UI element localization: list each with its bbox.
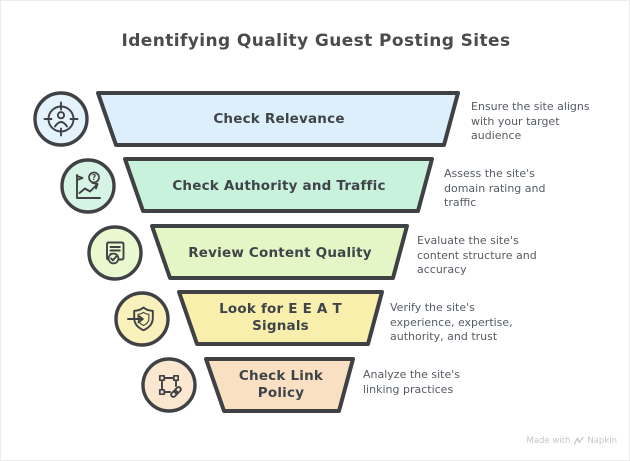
funnel-step-3-shape: [150, 224, 409, 280]
traffic-chart-icon: ?: [76, 171, 101, 199]
napkin-logo-icon: [574, 436, 584, 445]
step-1-description: Ensure the site aligns with your target …: [471, 100, 590, 142]
document-check-icon: [106, 241, 125, 265]
step-2-description: Assess the site's domain rating and traf…: [444, 167, 546, 209]
step-5-description: Analyze the site's linking practices: [363, 368, 461, 396]
step-1-label: Check Relevance: [213, 111, 345, 127]
shield-arrow-icon: [127, 306, 154, 332]
funnel-step-2-shape: [123, 157, 434, 213]
svg-text:?: ?: [92, 173, 96, 182]
watermark-brand: Napkin: [587, 436, 617, 446]
funnel-step-5-shape: [204, 357, 355, 413]
watermark-prefix: Made with: [526, 436, 571, 446]
target-audience-icon: [43, 101, 79, 137]
funnel-step-4-shape: [177, 290, 384, 346]
step-2-label: Check Authority and Traffic: [172, 178, 386, 194]
step-4-label: Look for E E A T Signals: [219, 301, 342, 334]
step-5-label: Check Link Policy: [238, 368, 324, 401]
link-policy-icon: [158, 374, 182, 398]
step-2-icon-badge: [60, 158, 116, 214]
diagram-title: Identifying Quality Guest Posting Sites: [121, 31, 511, 51]
step-3-label: Review Content Quality: [188, 245, 372, 261]
funnel-step-1-shape: [96, 91, 460, 147]
step-5-icon-badge: [141, 357, 197, 413]
step-3-description: Evaluate the site's content structure an…: [417, 234, 537, 276]
watermark: Made with Napkin: [526, 436, 617, 446]
step-4-description: Verify the site's experience, expertise,…: [390, 301, 513, 343]
